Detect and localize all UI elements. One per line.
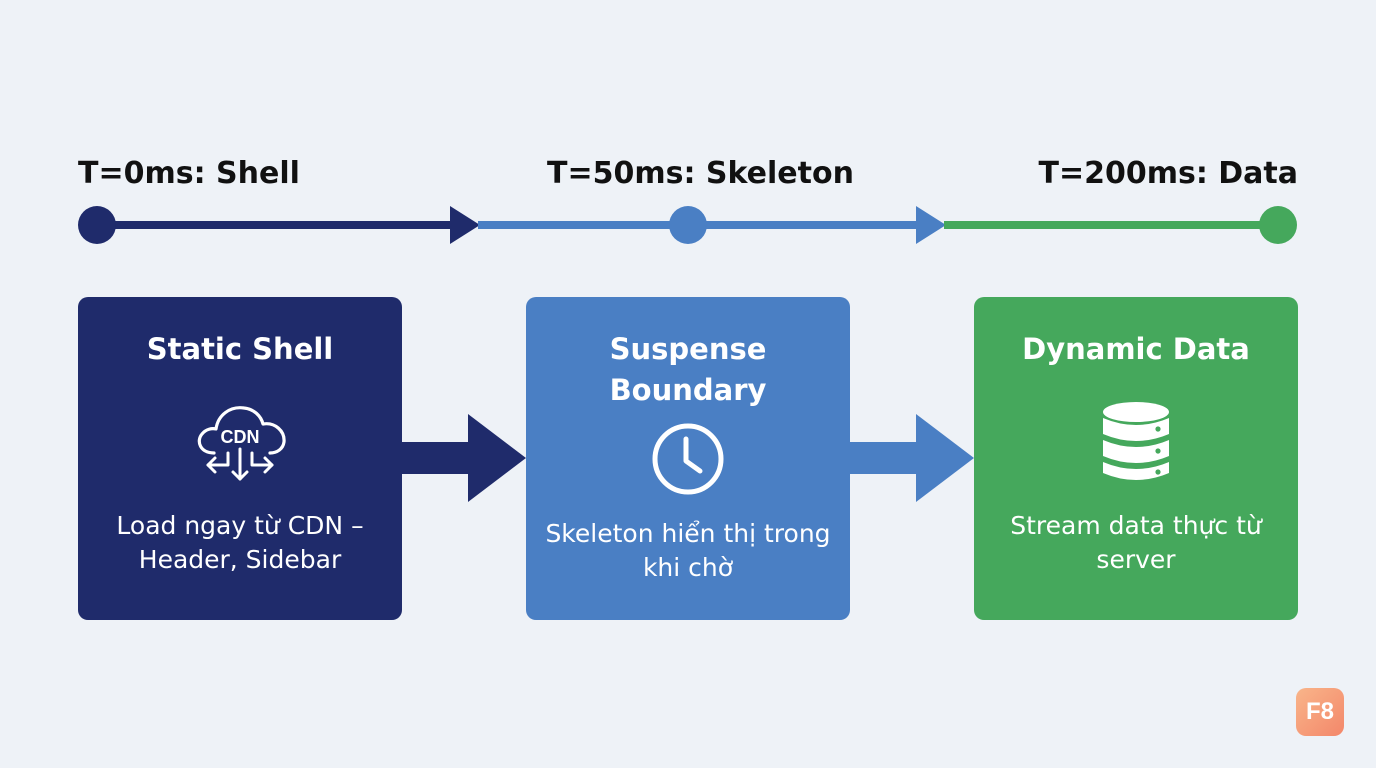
- card-description: Load ngay từ CDN – Header, Sidebar: [116, 511, 364, 574]
- stage-label-shell: T=0ms: Shell: [78, 156, 300, 191]
- cloud-cdn-icon: CDN: [197, 406, 286, 481]
- card-title: Static Shell: [146, 332, 334, 366]
- connector-arrow-1: [400, 414, 526, 502]
- connector-arrow-2: [848, 414, 974, 502]
- card-description: Skeleton hiển thị trong khi chờ: [545, 519, 831, 582]
- static-shell-card: Static Shell CDN Load ngay từ CDN – Head…: [78, 297, 402, 620]
- clock-icon: [652, 423, 724, 495]
- timeline-arrow-1: [450, 206, 480, 244]
- timeline-node-shell: [78, 206, 116, 244]
- suspense-boundary-card: Suspense Boundary Skeleton hiển thị tron…: [526, 297, 850, 620]
- card-title: Dynamic Data: [1022, 332, 1250, 366]
- stage-label-skeleton: T=50ms: Skeleton: [547, 156, 854, 191]
- stage-label-data: T=200ms: Data: [1038, 156, 1298, 191]
- timeline-arrow-2: [916, 206, 946, 244]
- svg-text:CDN: CDN: [221, 427, 260, 447]
- f8-logo: F8: [1296, 688, 1344, 736]
- card-description: Stream data thực từ server: [1010, 511, 1262, 574]
- timeline: [78, 206, 1297, 244]
- timeline-node-data: [1259, 206, 1297, 244]
- database-icon: [1103, 402, 1169, 480]
- timeline-node-skeleton: [669, 206, 707, 244]
- card-title: Suspense Boundary: [609, 332, 767, 407]
- dynamic-data-card: Dynamic Data Stream data thực từ server: [974, 297, 1298, 620]
